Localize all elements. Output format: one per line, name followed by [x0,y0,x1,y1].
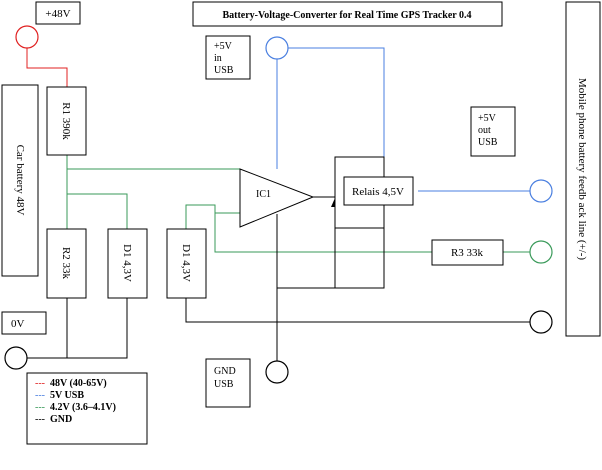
mobile-feedback-box [565,1,601,337]
usb-out-line2: out [478,125,491,136]
node-48v [15,25,39,49]
wire-48v [26,48,68,87]
d1-zener-left [107,228,148,299]
legend-label: 5V USB [50,390,84,401]
wire-relay-out [335,228,385,289]
relay-label: Relais 4,5V [352,186,404,198]
r3-resistor [431,239,504,266]
legend-rows: --- 48V (40-65V) --- 5V USB --- 4.2V (3.6–4.1… [35,378,116,425]
legend-dash: --- [35,402,45,413]
wire-divider-branch [67,193,128,229]
node-usb-in [265,36,289,60]
wire-usb-in [277,47,385,157]
legend-dash: --- [35,414,45,425]
wire-reference [185,204,432,253]
relay-coil [343,176,414,206]
node-feedback-gnd [529,310,553,334]
gnd-usb-line1: GND [214,366,236,377]
node-0v [4,346,28,370]
gnd-usb-box [205,358,251,408]
diagram-title: Battery-Voltage-Converter for Real Time … [222,10,471,21]
title-box [192,1,503,27]
plus48v-box [35,1,81,25]
node-gnd-usb [265,360,289,384]
legend-label: GND [50,414,72,425]
node-usb-out [529,179,553,203]
zero-v-box [1,311,47,335]
usb-out-line3: USB [478,137,498,148]
node-feedback [529,240,553,264]
legend-dash: --- [35,378,45,389]
wire-gnd-d1b [185,298,530,323]
wire-relay-common [277,157,336,289]
zero-v-label: 0V [11,318,25,330]
plus48v-label: +48V [45,8,70,20]
mobile-feedback-label: Mobile phone battery feedb ack line (+/-… [576,78,588,260]
car-battery-box [1,84,39,277]
usb-in-box [205,35,251,80]
car-battery-label: Car battery 48V [14,145,26,216]
r1-label: R1 390k [60,102,72,140]
legend-label: 48V (40-65V) [50,378,107,389]
usb-in-line1: +5V [214,41,233,52]
r2-resistor [46,228,87,299]
legend-label: 4.2V (3.6–4.1V) [50,402,116,413]
usb-out-line1: +5V [478,113,497,124]
r3-label: R3 33k [451,247,484,259]
legend-dash: --- [35,390,45,401]
wire-gnd-d1a [67,298,128,359]
r1-resistor [46,86,87,156]
ic1-opamp [239,168,315,228]
usb-in-line3: USB [214,65,234,76]
d1-right-label: D1 4,3V [180,244,192,282]
r2-label: R2 33k [60,247,72,280]
gnd-usb-line2: USB [214,379,234,390]
legend-box [26,372,148,445]
usb-out-box [470,106,516,157]
ic1-label: IC1 [256,189,271,200]
usb-in-line2: in [214,53,222,64]
d1-left-label: D1 4,3V [121,244,133,282]
d1-zener-right [166,228,207,299]
